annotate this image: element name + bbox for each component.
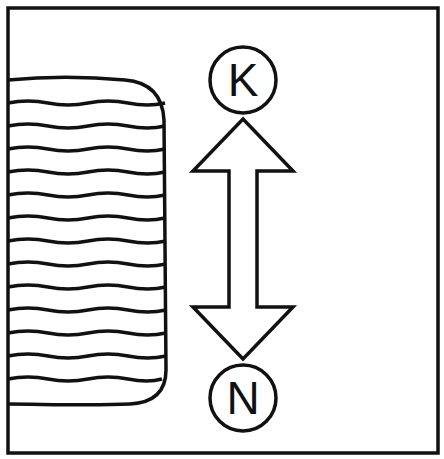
wave-line [8,101,165,105]
wave-line [8,262,166,266]
double-arrow [193,119,293,359]
circle-node: K [208,45,278,115]
frame-border [8,8,438,453]
circle-letter: N [208,363,278,433]
wave-line [8,354,166,358]
layer-outline [8,77,166,405]
circle-letter: K [208,45,278,115]
wave-line [8,170,165,174]
wave-line [8,239,166,243]
wave-line [8,308,166,312]
wave-line [8,377,162,381]
wave-line [8,216,165,220]
wave-line [8,331,166,335]
wave-line [8,193,165,197]
wave-line [8,124,165,128]
circle-node: N [208,363,278,433]
wave-line [8,147,165,151]
wavy-layer [8,77,166,405]
wave-line [8,285,166,289]
